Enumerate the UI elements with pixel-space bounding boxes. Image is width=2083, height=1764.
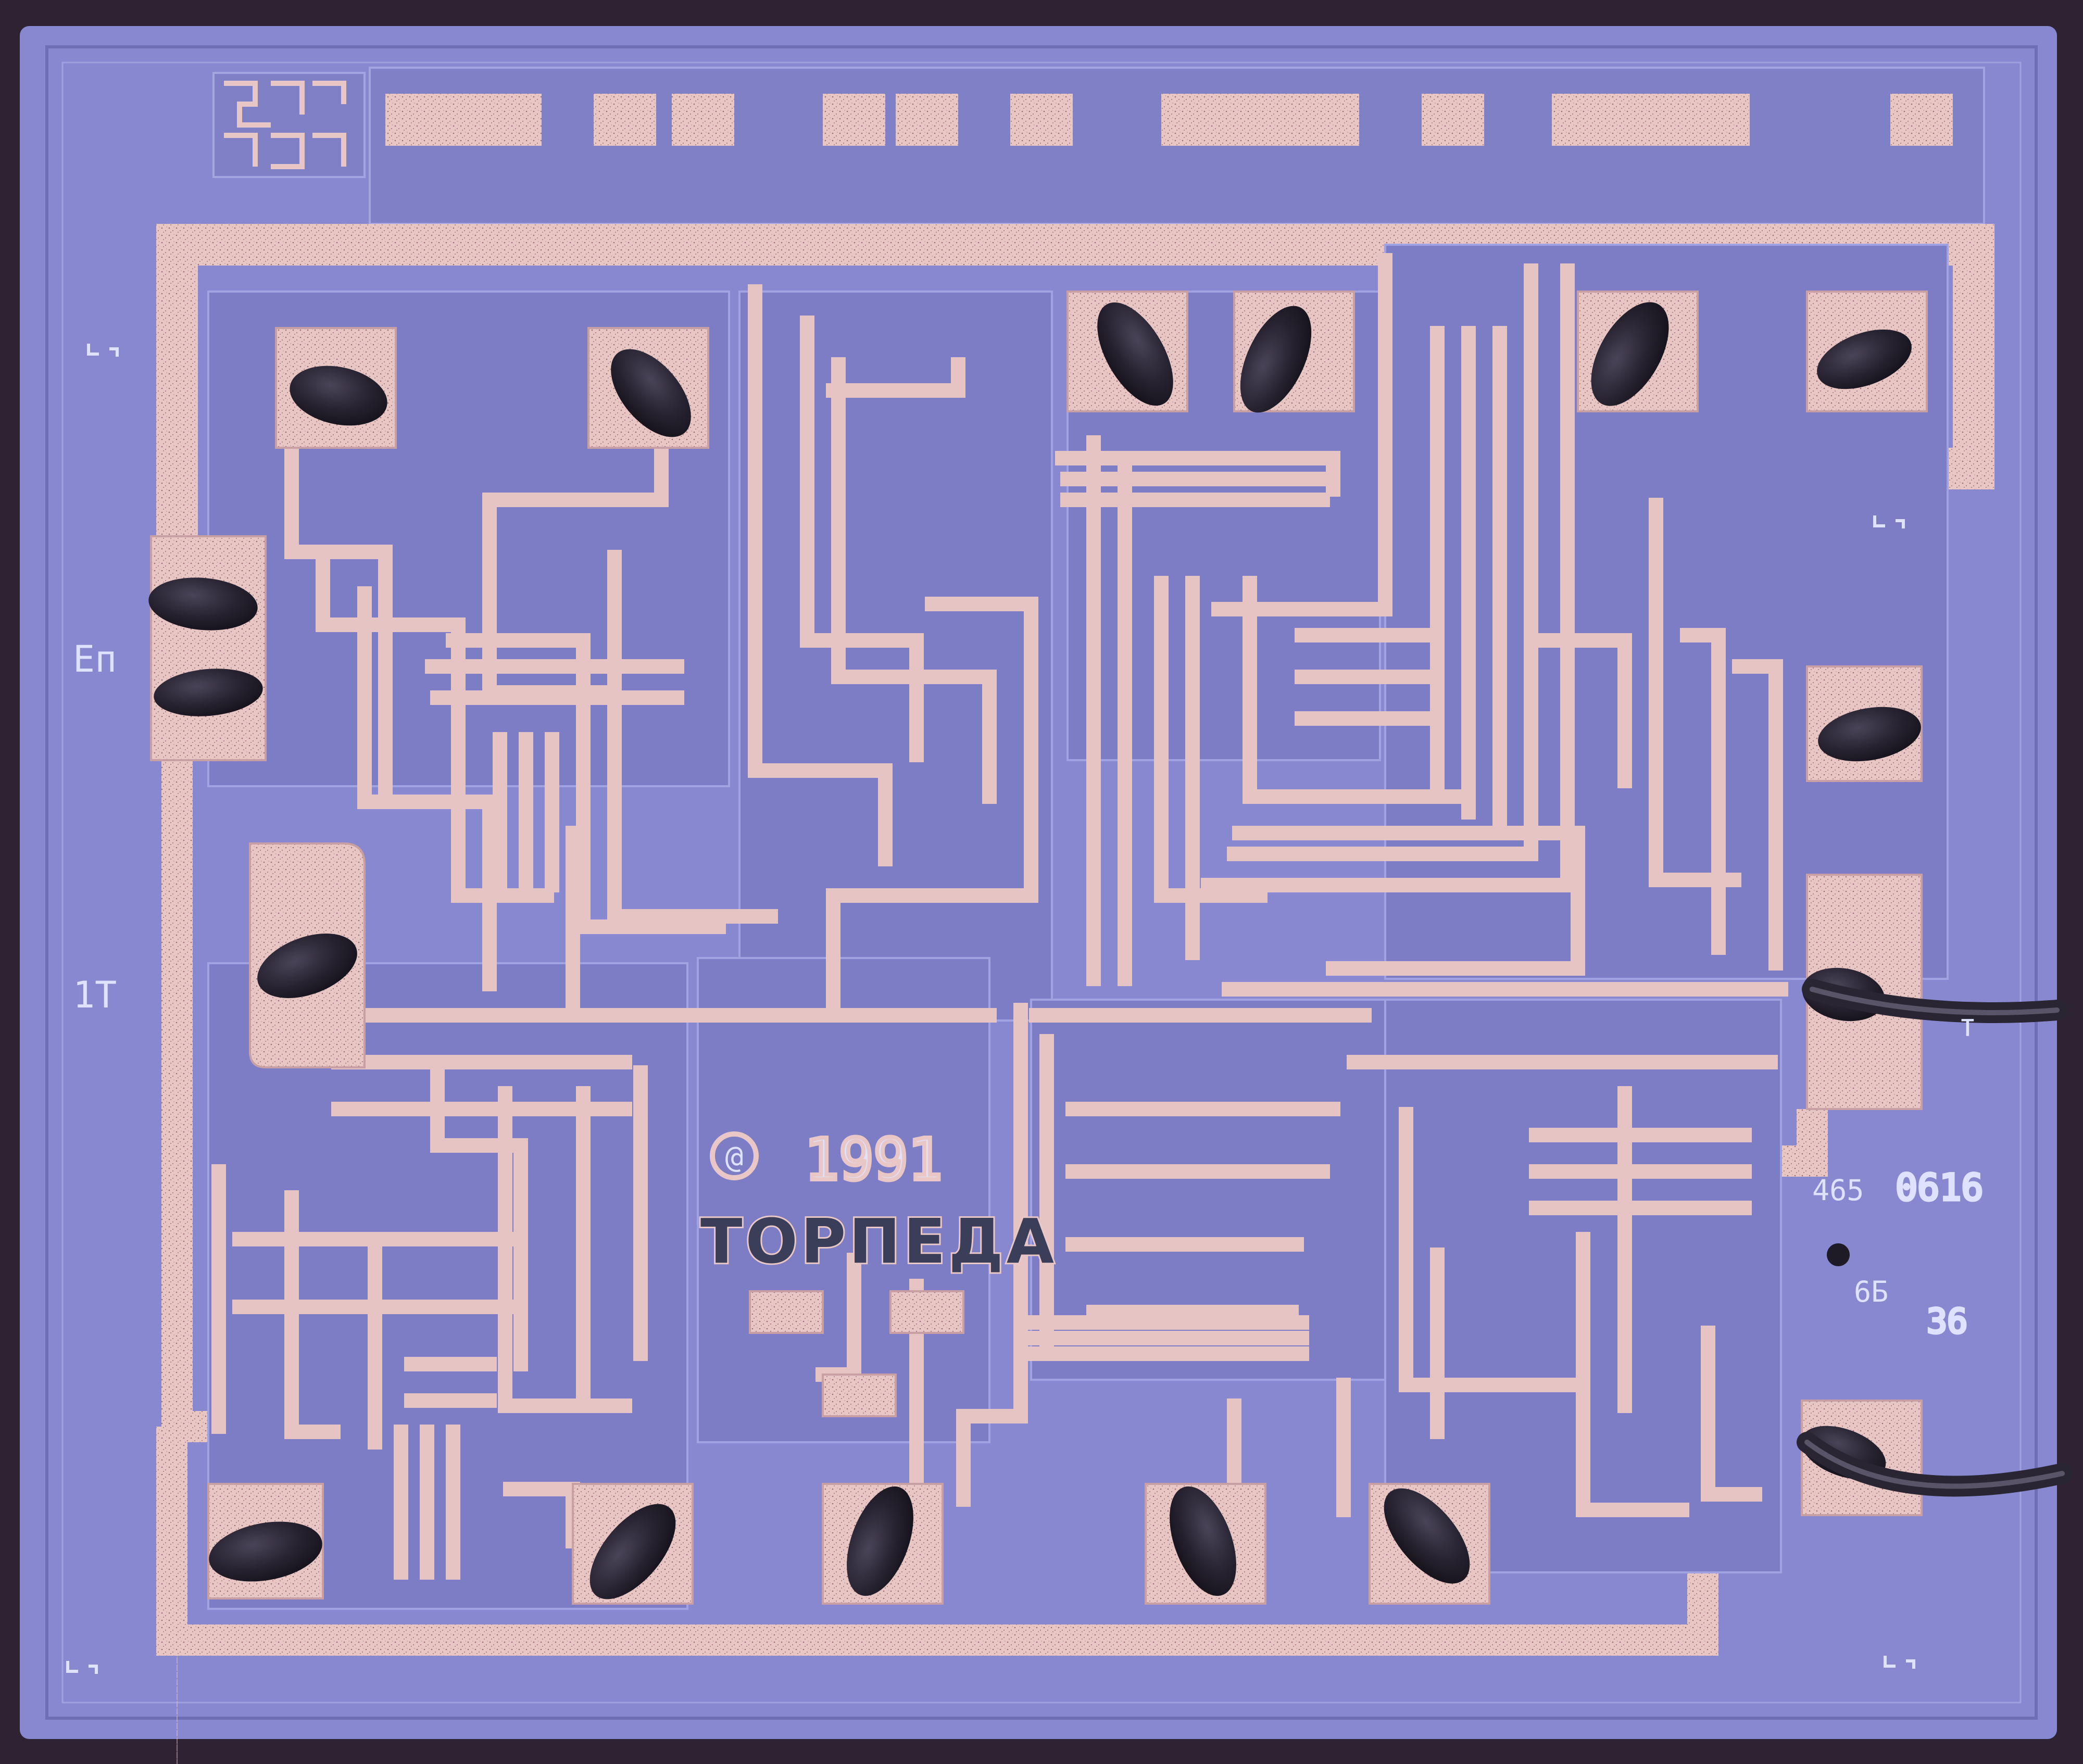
bond-wires — [1797, 979, 2073, 1497]
logo-mark: @ — [725, 1139, 744, 1175]
left-label-ep: Еп — [73, 638, 117, 681]
test-structures-strip — [212, 67, 1985, 225]
code-label-3: 6Б — [1854, 1275, 1888, 1308]
code-label-4: 36 — [1927, 1302, 1967, 1341]
right-label-t: т — [1958, 1007, 1977, 1044]
year-label: 1991 — [805, 1126, 943, 1193]
code-label-2: 465 — [1812, 1174, 1864, 1207]
die-markings: @ 1991 ТОРПЕДА Еп 1Т т 0616 465 6Б 36 — [73, 638, 1985, 1343]
seal-ring — [45, 45, 2038, 1720]
left-label-1t: 1Т — [73, 974, 117, 1016]
alignment-marks — [66, 344, 1915, 1674]
bond-balls — [148, 302, 1921, 1599]
metal-traces — [211, 253, 1788, 1580]
chip-name-label: ТОРПЕДА — [700, 1205, 1057, 1277]
ink-dot — [1827, 1243, 1850, 1266]
code-label-1: 0616 — [1896, 1166, 1984, 1209]
logo-circle — [710, 1131, 759, 1180]
pad-left-ep — [150, 535, 267, 761]
seal-ring-inner — [61, 61, 2022, 1704]
